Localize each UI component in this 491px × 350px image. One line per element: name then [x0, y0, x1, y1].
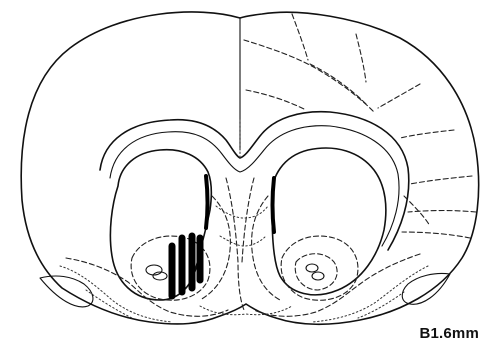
right-ventricle	[272, 148, 386, 295]
left-striatum-contour	[200, 196, 230, 300]
cortex-boundary-5	[246, 90, 306, 110]
cortex-boundary-6	[378, 84, 420, 108]
corpus-callosum	[100, 112, 409, 250]
right-accumbens-contour	[281, 236, 358, 300]
cortex-boundary-1	[292, 14, 308, 60]
right-striatum-contour	[252, 196, 280, 300]
cortex-boundary-7	[400, 130, 454, 138]
basal-dots-left-2	[86, 290, 132, 318]
coordinate-label: B1.6mm	[419, 325, 479, 342]
cortex-boundary-3	[356, 34, 366, 82]
right-lower-contour	[254, 254, 420, 316]
cortex-boundary-8	[410, 176, 472, 184]
right-ventricle-wall	[273, 178, 275, 232]
right-lateral-olfactory	[402, 273, 450, 304]
right-anterior-commissure-1	[306, 264, 318, 272]
basal-dots-right	[312, 266, 428, 322]
basal-dots-center	[200, 306, 292, 315]
cortex-boundary-2	[244, 40, 374, 112]
right-anterior-commissure-2	[312, 272, 324, 280]
left-ventricle-wall	[206, 176, 208, 228]
left-ventricle	[110, 150, 211, 300]
brain-outline	[21, 12, 478, 324]
cortex-boundary-10	[402, 232, 470, 238]
